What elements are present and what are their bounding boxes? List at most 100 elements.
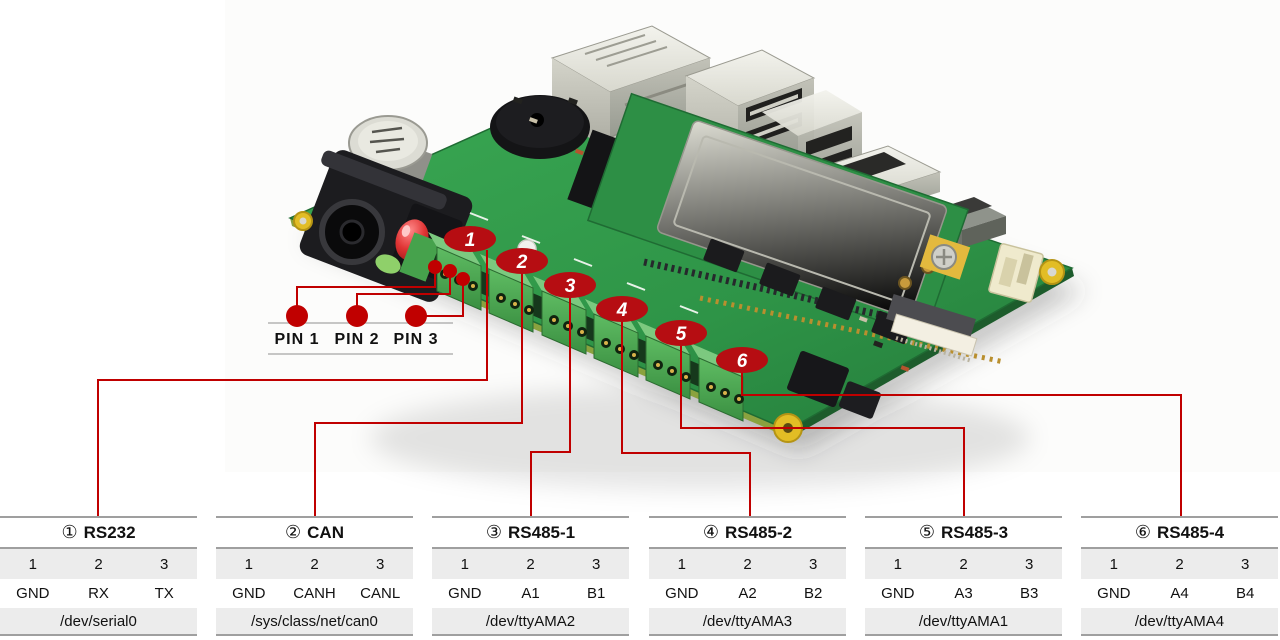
pinout-table-rs485-3: ⑤ RS485-3 1 2 3 GND A3 B3 /dev/ttyAMA1	[865, 516, 1062, 636]
pin-number-cell: 2	[743, 555, 752, 573]
leader-line-2	[314, 273, 523, 517]
pin-number-cell: 3	[160, 555, 169, 573]
pin-number-cell: 3	[809, 555, 818, 573]
signal-cell: CANL	[360, 585, 401, 602]
pinout-table-rs485-2: ④ RS485-2 1 2 3 GND A2 B2 /dev/ttyAMA3	[649, 516, 846, 636]
callout-5-number: 5	[676, 324, 687, 345]
table-title: ① RS232	[0, 516, 197, 549]
pin-number-cell: 1	[893, 555, 902, 573]
callout-badge-1: 1	[444, 226, 496, 252]
pin1-leader-line	[296, 269, 436, 316]
callout-2-number: 2	[516, 252, 528, 273]
signal-row: GND A2 B2	[649, 579, 846, 608]
pin2-terminal-dot	[443, 264, 457, 278]
signal-row: GND A3 B3	[865, 579, 1062, 608]
leader-line-5	[680, 345, 965, 517]
device-path: /dev/ttyAMA2	[432, 608, 629, 636]
pin-number-row: 1 2 3	[432, 549, 629, 579]
device-path: /dev/serial0	[0, 608, 197, 636]
signal-cell: A3	[954, 585, 973, 602]
signal-cell: B1	[587, 585, 606, 602]
signal-cell: GND	[448, 585, 482, 602]
shield-screw	[919, 234, 971, 280]
device-path: /dev/ttyAMA1	[865, 608, 1062, 636]
device-path: /dev/ttyAMA3	[649, 608, 846, 636]
connector-name: RS232	[83, 522, 136, 542]
pin-number-cell: 1	[677, 555, 686, 573]
pin1-label: PIN 1	[274, 331, 320, 348]
pin-number-row: 1 2 3	[1081, 549, 1278, 579]
signal-cell: B3	[1020, 585, 1039, 602]
pinout-table-rs232: ① RS232 1 2 3 GND RX TX /dev/serial0	[0, 516, 197, 636]
pin1-label-dot	[286, 305, 308, 327]
pin-number-cell: 1	[460, 555, 469, 573]
pin-number-cell: 2	[1175, 555, 1184, 573]
callout-6-number: 6	[737, 351, 748, 372]
ffc-connector	[886, 293, 978, 363]
circled-number: ③	[485, 522, 503, 542]
circled-number: ①	[61, 522, 78, 542]
pin-number-cell: 2	[310, 555, 319, 573]
table-title: ② CAN	[216, 516, 413, 549]
signal-cell: RX	[88, 585, 109, 602]
pin1-terminal-dot	[428, 260, 442, 274]
device-path: /sys/class/net/can0	[216, 608, 413, 636]
signal-cell: A2	[738, 585, 757, 602]
terminal-blocks	[399, 232, 744, 422]
connector-name: RS485-3	[941, 522, 1009, 542]
callout-4-number: 4	[616, 300, 628, 321]
signal-row: GND A1 B1	[432, 579, 629, 608]
callout-badge-5: 5	[655, 320, 707, 346]
pin-number-cell: 3	[376, 555, 385, 573]
signal-row: GND CANH CANL	[216, 579, 413, 608]
leader-line-1	[97, 250, 488, 517]
signal-cell: TX	[154, 585, 174, 602]
signal-cell: GND	[232, 585, 266, 602]
signal-cell: GND	[665, 585, 699, 602]
signal-row: GND A4 B4	[1081, 579, 1278, 608]
circled-number: ⑥	[1134, 522, 1152, 542]
pin-number-cell: 1	[28, 555, 37, 573]
signal-cell: CANH	[293, 585, 336, 602]
gold-pad-row	[699, 295, 1005, 365]
connector-name: RS485-4	[1157, 522, 1225, 542]
pin-number-row: 1 2 3	[865, 549, 1062, 579]
leader-line-6	[741, 372, 1182, 517]
callout-leader-lines	[97, 250, 1182, 517]
circled-number: ⑤	[918, 522, 936, 542]
pin-number-row: 1 2 3	[216, 549, 413, 579]
callout-3-number: 3	[565, 276, 576, 297]
device-path: /dev/ttyAMA4	[1081, 608, 1278, 636]
cellular-module	[567, 92, 1005, 365]
table-title: ⑤ RS485-3	[865, 516, 1062, 549]
pin3-label: PIN 3	[393, 331, 439, 348]
pin-number-cell: 3	[1241, 555, 1250, 573]
signal-cell: GND	[1097, 585, 1131, 602]
terminal-block-stub	[399, 232, 441, 282]
pin-number-cell: 1	[244, 555, 253, 573]
power-led-green	[375, 254, 401, 274]
pinout-table-can: ② CAN 1 2 3 GND CANH CANL /sys/class/net…	[216, 516, 413, 636]
circled-number: ②	[285, 522, 302, 542]
jst-connector	[988, 243, 1044, 303]
pin-number-row: 1 2 3	[649, 549, 846, 579]
leader-line-3	[530, 297, 571, 517]
connector-name: RS485-2	[725, 522, 793, 542]
table-title: ④ RS485-2	[649, 516, 846, 549]
table-title: ③ RS485-1	[432, 516, 629, 549]
signal-cell: GND	[881, 585, 915, 602]
transceiver-chips	[703, 238, 913, 419]
pin3-leader-line	[416, 281, 464, 317]
pin-number-cell: 2	[959, 555, 968, 573]
terminal-block-4	[585, 299, 639, 378]
pin-number-cell: 2	[526, 555, 535, 573]
pin-number-cell: 2	[94, 555, 103, 573]
callout-badge-4: 4	[596, 296, 648, 322]
pin-marker-dots	[286, 260, 470, 327]
signal-row: GND RX TX	[0, 579, 197, 608]
callout-1-number: 1	[465, 230, 476, 251]
pin2-label-dot	[346, 305, 368, 327]
signal-cell: GND	[16, 585, 50, 602]
